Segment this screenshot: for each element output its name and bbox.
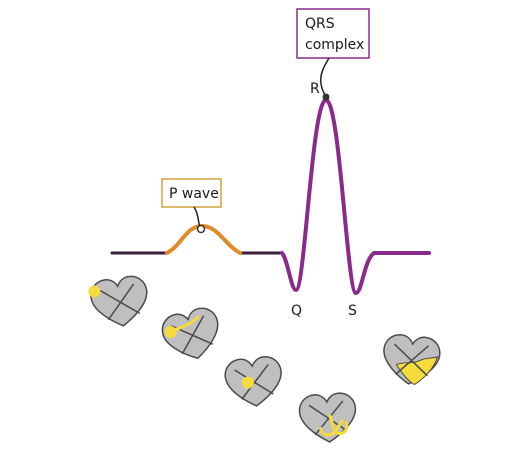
heart-icon-bundle [224,356,282,407]
p-wave-label: P wave [169,186,219,202]
qrs-leader-line [319,57,330,98]
heart-icon-sa-node [88,275,148,327]
r-peak-marker [322,93,330,101]
heart-icon-av-node [161,307,219,360]
qrs-label-line1: QRS [305,16,335,32]
heart-icon-purkinje [298,392,357,443]
p-wave-label-box [161,178,222,208]
q-label: Q [291,303,302,319]
r-label: R [310,81,320,97]
p-wave-marker [196,224,206,234]
qrs-label-line2: complex [305,37,364,53]
heart-icon-ventricles [383,334,441,386]
s-label: S [348,303,357,319]
qrs-complex-curve [280,98,431,295]
qrs-label-box [296,8,370,59]
